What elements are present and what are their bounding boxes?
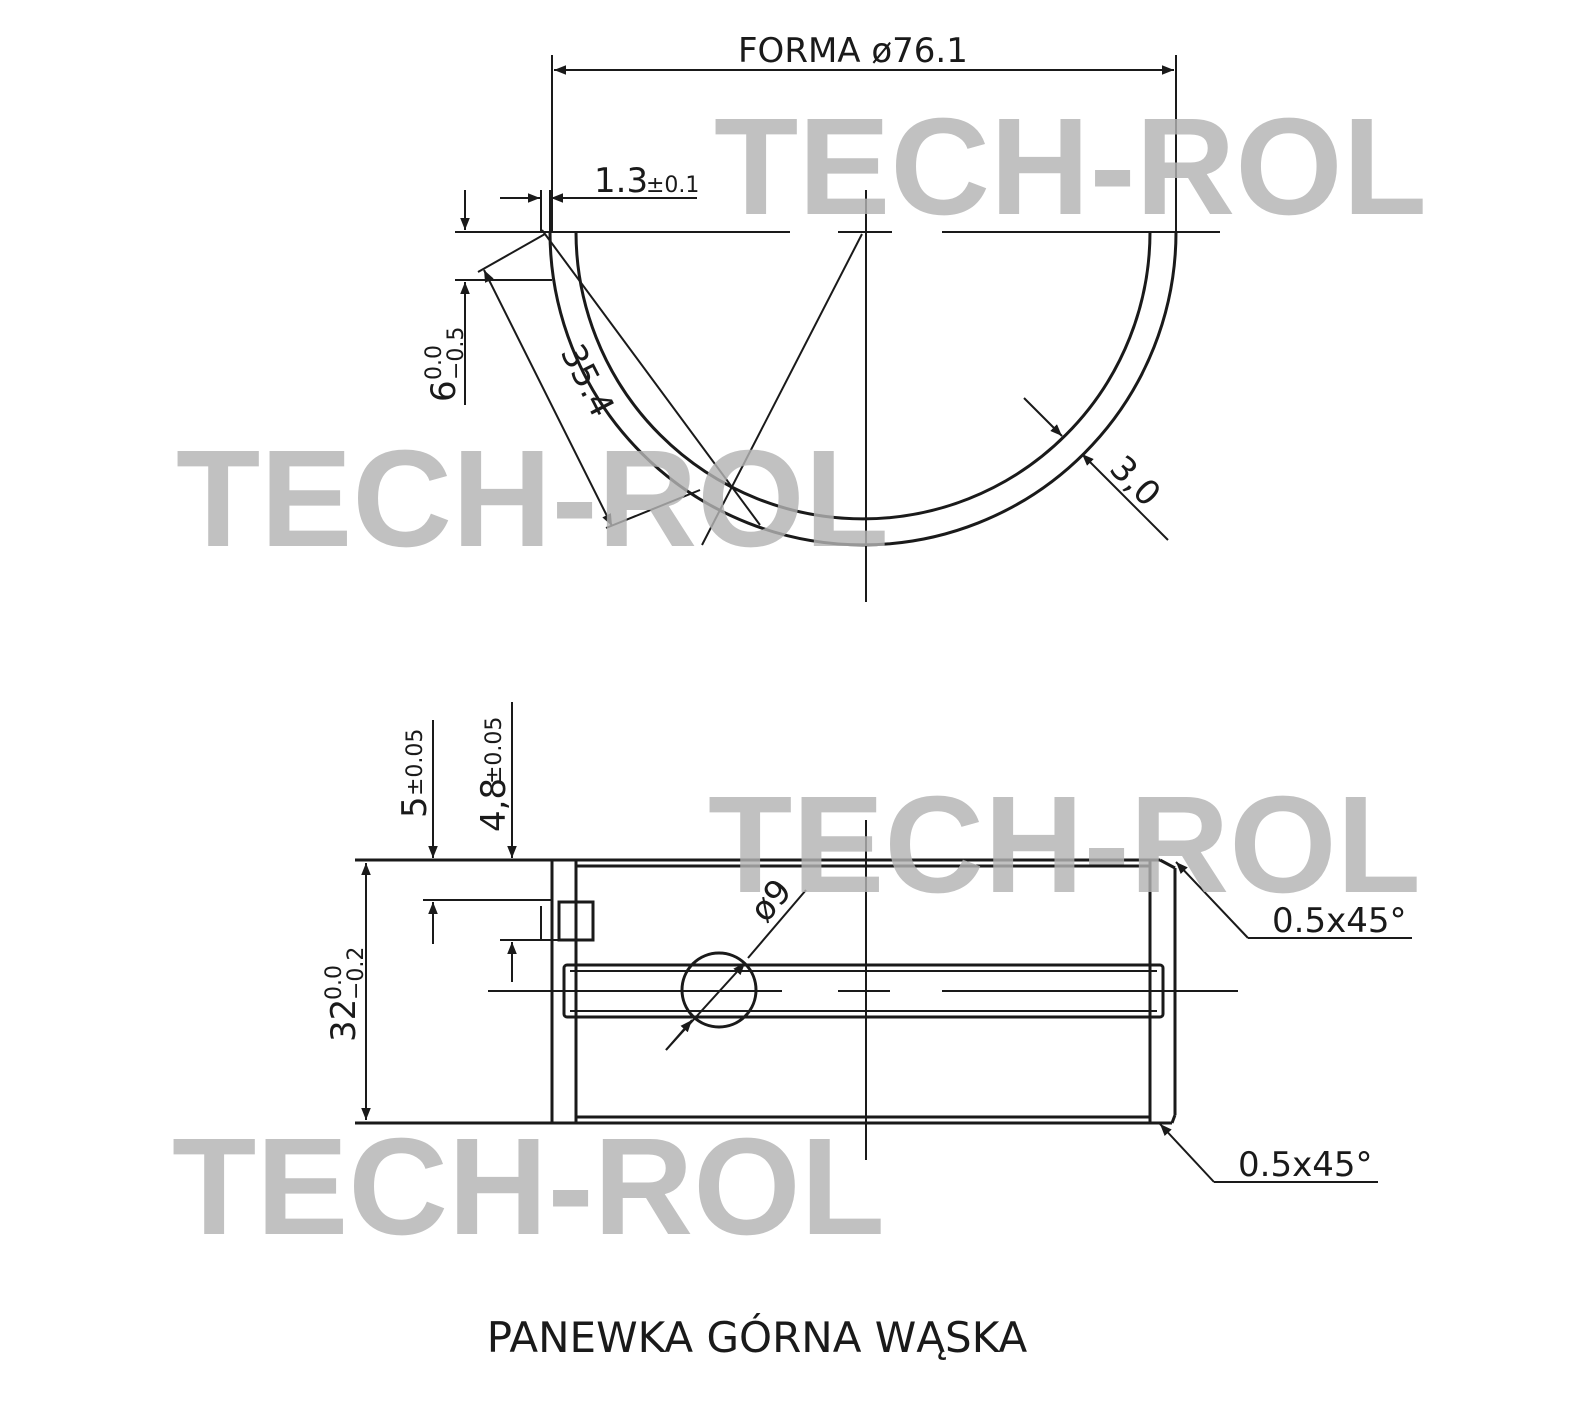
- chamfer: [1170, 1114, 1177, 1124]
- side-view: 5 ±0.05 4,8 ±0.05 32 0.0 −0.2 ø9 0.5x45°: [322, 702, 1412, 1185]
- height-dim: 6: [424, 380, 464, 402]
- height-tol-upper: 0.0: [422, 345, 447, 380]
- chamfer-leader: [1159, 1123, 1215, 1183]
- watermark-text: TECH-ROL: [172, 1110, 885, 1264]
- extension-line: [477, 233, 546, 273]
- width-tol-lower: −0.2: [344, 947, 369, 1000]
- thickness-dim: 3,0: [1102, 448, 1169, 515]
- chord-dim: 35.4: [552, 338, 622, 424]
- height-tol-lower: −0.5: [444, 327, 469, 380]
- construction-line: [701, 233, 863, 546]
- thickness-dimension-line: [1081, 453, 1169, 541]
- watermark-text: TECH-ROL: [714, 90, 1427, 244]
- locating-lug: [557, 900, 595, 942]
- lug-tol: ±0.05: [403, 729, 428, 796]
- hole-dimension-line: [665, 1019, 693, 1051]
- width-dim: 1.3: [594, 161, 648, 201]
- chamfer-leader: [1175, 861, 1249, 939]
- width-tol-upper: 0.0: [322, 965, 347, 1000]
- extension-line: [605, 489, 701, 529]
- thickness-dimension-line: [1023, 397, 1063, 437]
- width-dim: 32: [324, 999, 364, 1042]
- chamfer-bottom-label: 0.5x45°: [1238, 1145, 1372, 1185]
- watermarks: TECH-ROL TECH-ROL TECH-ROL TECH-ROL: [172, 90, 1427, 1264]
- hole-dimension-line: [747, 889, 807, 959]
- chamfer-top-label: 0.5x45°: [1272, 901, 1406, 941]
- lug2-dim: 4,8: [474, 778, 514, 832]
- watermark-text: TECH-ROL: [708, 768, 1421, 922]
- drawing-caption: PANEWKA GÓRNA WĄSKA: [487, 1312, 1028, 1362]
- chord-dimension-line: [483, 269, 613, 527]
- lug-dim: 5: [395, 796, 435, 818]
- width-tol: ±0.1: [646, 173, 699, 198]
- chamfer: [1159, 858, 1176, 870]
- watermark-text: TECH-ROL: [176, 422, 889, 576]
- forma-label: FORMA ø76.1: [738, 31, 968, 71]
- lug2-tol: ±0.05: [482, 717, 507, 784]
